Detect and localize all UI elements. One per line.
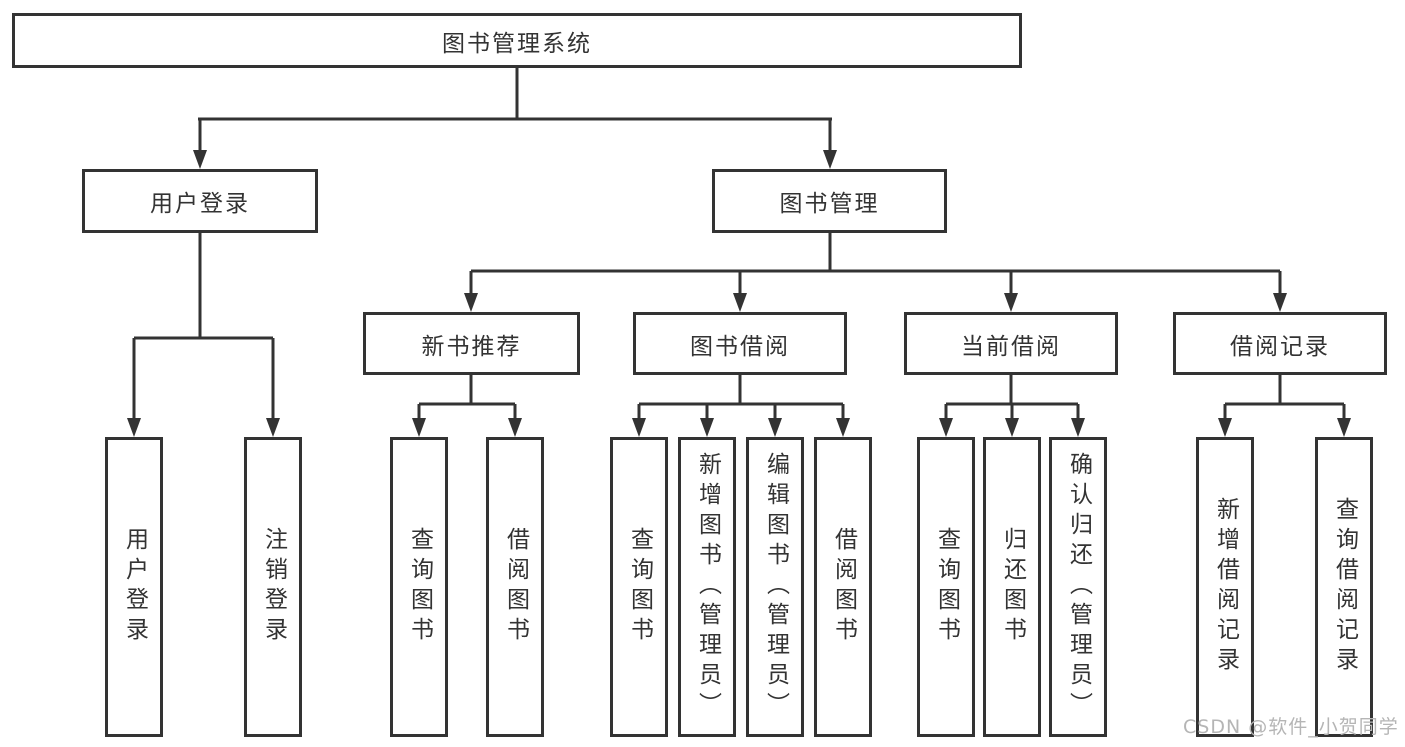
node-leaf-add-books-admin-label: 新增图书（管理员） — [694, 452, 721, 722]
connector-stroke-paths — [132, 68, 1346, 420]
node-leaf-confirm-return-admin: 确认归还（管理员） — [1049, 437, 1107, 737]
node-book-borrowing: 图书借阅 — [633, 312, 847, 375]
node-book-borrowing-label: 图书借阅 — [690, 333, 790, 360]
node-leaf-add-books-admin: 新增图书（管理员） — [678, 437, 736, 737]
node-leaf-confirm-return-admin-label: 确认归还（管理员） — [1065, 452, 1092, 722]
node-current-borrowing-label: 当前借阅 — [961, 333, 1061, 360]
node-current-borrowing: 当前借阅 — [904, 312, 1118, 375]
node-leaf-search-borrow-record-label: 查询借阅记录 — [1331, 497, 1358, 677]
node-user-login-module-label: 用户登录 — [150, 191, 250, 217]
node-leaf-user-login: 用户登录 — [105, 437, 163, 737]
node-leaf-borrow-books-1-label: 借阅图书 — [502, 527, 529, 647]
node-leaf-search-books-1: 查询图书 — [390, 437, 448, 737]
node-leaf-borrow-books-2: 借阅图书 — [814, 437, 872, 737]
node-book-management-label: 图书管理 — [779, 191, 880, 217]
node-leaf-borrow-books-2-label: 借阅图书 — [830, 527, 857, 647]
node-library-system-label: 图书管理系统 — [442, 30, 592, 57]
node-leaf-add-borrow-record-label: 新增借阅记录 — [1212, 497, 1239, 677]
node-leaf-logout-label: 注销登录 — [260, 527, 287, 647]
node-leaf-search-books-2-label: 查询图书 — [626, 527, 653, 647]
node-leaf-add-borrow-record: 新增借阅记录 — [1196, 437, 1254, 737]
node-new-book-recommend: 新书推荐 — [363, 312, 580, 375]
node-borrow-records-label: 借阅记录 — [1230, 333, 1330, 360]
node-leaf-search-borrow-record: 查询借阅记录 — [1315, 437, 1373, 737]
node-user-login-module: 用户登录 — [82, 169, 318, 233]
node-leaf-search-books-1-label: 查询图书 — [406, 527, 433, 647]
csdn-watermark: CSDN @软件_小贺同学 — [1183, 716, 1399, 738]
node-library-system: 图书管理系统 — [12, 13, 1022, 68]
arrowheads — [127, 150, 1351, 437]
node-leaf-return-books: 归还图书 — [983, 437, 1041, 737]
node-leaf-edit-books-admin: 编辑图书（管理员） — [746, 437, 804, 737]
node-leaf-user-login-label: 用户登录 — [121, 527, 148, 647]
node-book-management: 图书管理 — [712, 169, 947, 233]
node-leaf-search-books-3: 查询图书 — [917, 437, 975, 737]
node-borrow-records: 借阅记录 — [1173, 312, 1387, 375]
node-leaf-logout: 注销登录 — [244, 437, 302, 737]
node-leaf-edit-books-admin-label: 编辑图书（管理员） — [762, 452, 789, 722]
node-leaf-return-books-label: 归还图书 — [999, 527, 1026, 647]
node-new-book-recommend-label: 新书推荐 — [421, 333, 522, 360]
node-leaf-search-books-2: 查询图书 — [610, 437, 668, 737]
node-leaf-search-books-3-label: 查询图书 — [933, 527, 960, 647]
node-leaf-borrow-books-1: 借阅图书 — [486, 437, 544, 737]
